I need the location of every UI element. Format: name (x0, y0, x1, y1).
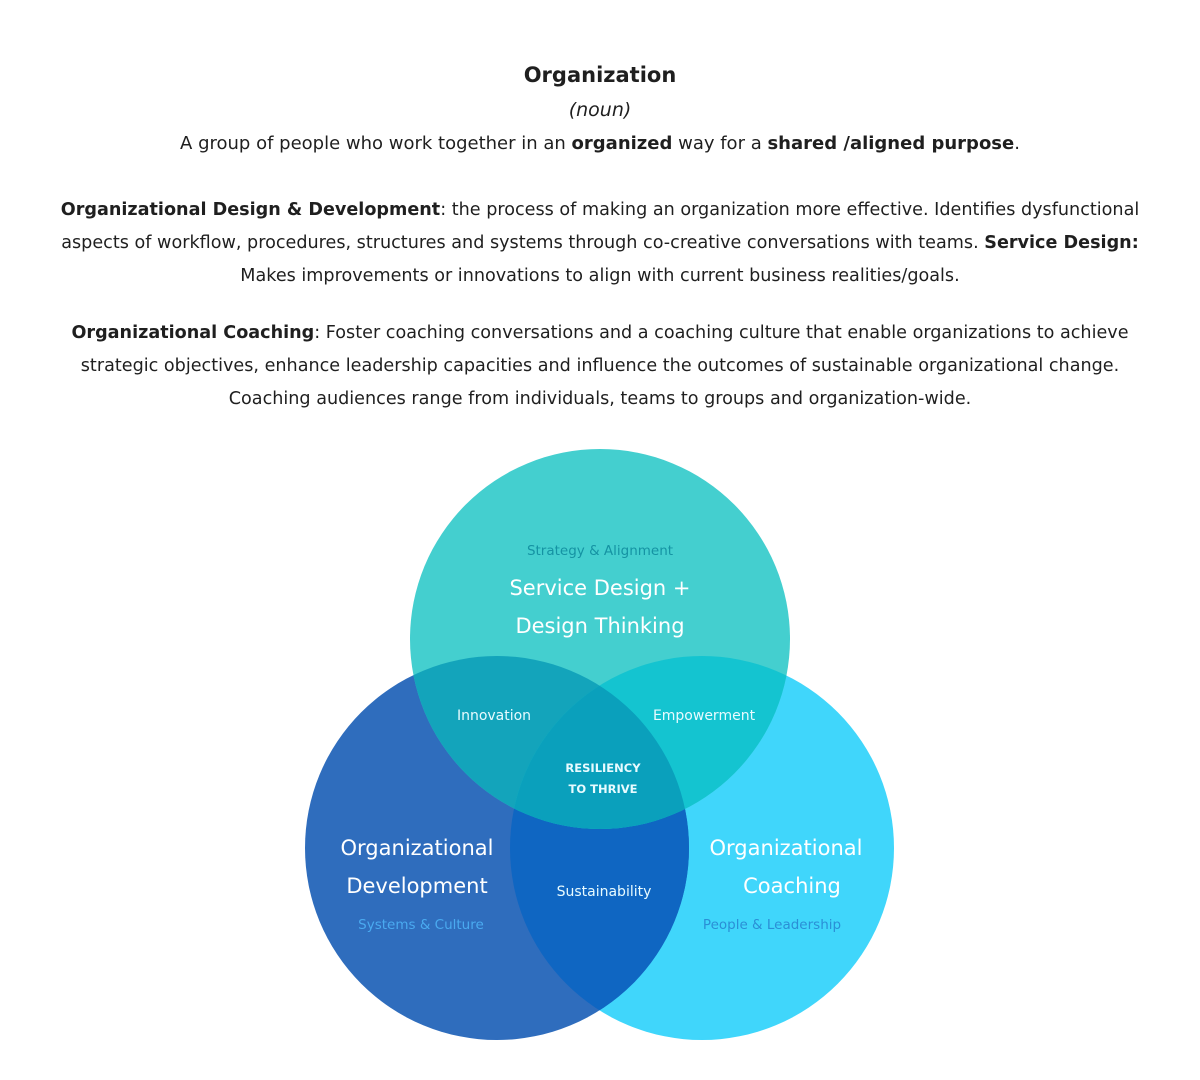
definition-bold-organized: organized (571, 133, 673, 154)
right-circle-title-2: Coaching (743, 874, 841, 898)
definition-text-segment: A group of people who work together in a… (180, 133, 572, 154)
part-of-speech: (noun) (568, 99, 632, 121)
definition-text-segment: . (1014, 133, 1020, 154)
top-circle-subtitle: Strategy & Alignment (527, 543, 673, 559)
paragraph-text: : the process of making an organization … (61, 200, 1140, 253)
center-label-1: RESILIENCY (565, 761, 641, 775)
left-circle-title-1: Organizational (341, 836, 494, 860)
venn-diagram: Strategy & Alignment Service Design + De… (305, 449, 894, 1040)
left-circle-subtitle: Systems & Culture (358, 917, 484, 933)
paragraph-text: Makes improvements or innovations to ali… (240, 266, 960, 286)
top-circle-title-1: Service Design + (509, 576, 690, 600)
left-circle-title-2: Development (346, 874, 487, 898)
definition-term: Organization (523, 63, 677, 87)
coaching-heading: Organizational Coaching (71, 323, 315, 343)
service-design-heading: Service Design: (984, 233, 1139, 253)
coaching-paragraph: Organizational Coaching: Foster coaching… (55, 317, 1145, 416)
definition-text-segment: way for a (672, 133, 768, 154)
overlap-center (510, 656, 689, 829)
design-development-heading: Organizational Design & Development (60, 200, 441, 220)
right-circle-title-1: Organizational (710, 836, 863, 860)
definition-text: A group of people who work together in a… (0, 129, 1200, 159)
paragraph-text: : Foster coaching conversations and a co… (80, 323, 1129, 409)
innovation-label: Innovation (457, 708, 531, 724)
top-circle-title-2: Design Thinking (515, 614, 684, 638)
design-development-paragraph: Organizational Design & Development: the… (55, 194, 1145, 293)
right-circle-subtitle: People & Leadership (703, 917, 841, 933)
definition-bold-purpose: shared /aligned purpose (767, 133, 1015, 154)
sustainability-label: Sustainability (557, 884, 652, 900)
empowerment-label: Empowerment (653, 708, 756, 724)
center-label-2: TO THRIVE (569, 782, 638, 796)
